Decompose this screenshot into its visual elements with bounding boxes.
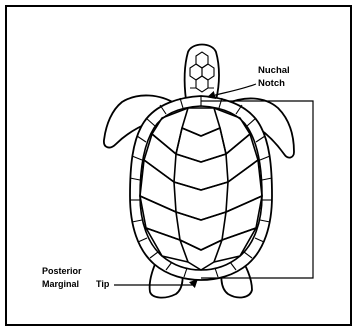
nuchal-label-line2: Notch — [258, 78, 285, 89]
posterior-label-line1: Posterior — [42, 266, 82, 276]
carapace — [130, 96, 272, 280]
posterior-label-line2: Marginal — [42, 279, 79, 289]
nuchal-label-line1: Nuchal — [258, 65, 290, 76]
posterior-label-tip: Tip — [96, 279, 110, 289]
